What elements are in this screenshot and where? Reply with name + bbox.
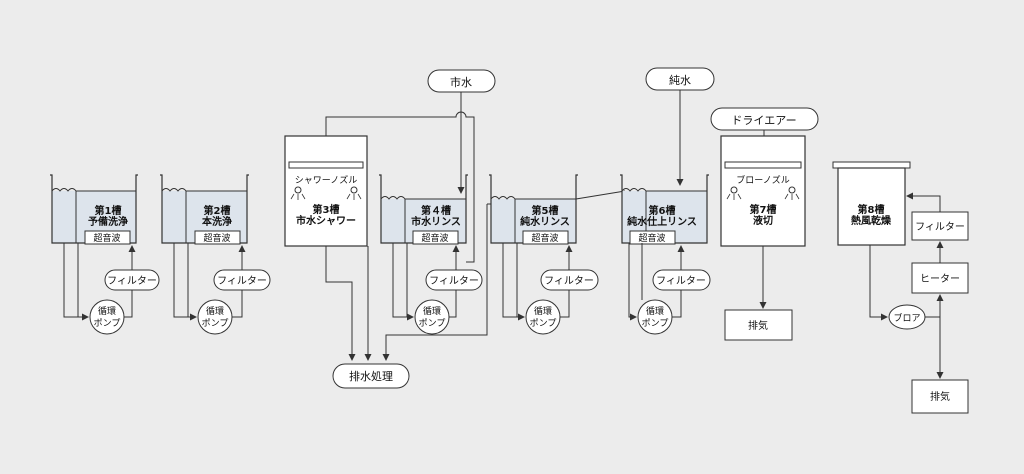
tank-4: 第４槽 市水リンス 超音波 フィルター 循環 ポンプ [364, 174, 483, 361]
tank-6-ultrasonic [629, 230, 676, 245]
tank-8-heater [911, 262, 969, 294]
tank-2-filter-label: フィルター [217, 275, 267, 287]
tank-8-lid [832, 161, 911, 169]
tank-6-ultrasonic-label: 超音波 [638, 232, 665, 244]
tank-1-ultrasonic-label: 超音波 [93, 232, 120, 244]
dry-air-source: ドライエアー [710, 107, 819, 131]
tank-1-name: 予備洗浄 [88, 215, 128, 228]
tank-1-pump-label-2: ポンプ [94, 318, 121, 329]
tank-5-name: 純水リンス [520, 215, 570, 228]
tank-3-right-nozzle-icon [350, 186, 358, 194]
tank-8-heater-label: ヒーター [920, 273, 960, 285]
tank-1-filter-label: フィルター [107, 275, 157, 287]
tank-3-name: 市水シャワー [296, 214, 356, 227]
tank-5-ultrasonic-label: 超音波 [531, 232, 558, 244]
tank-8: 第8槽 熱風乾燥 フィルター ヒーター 排気 ブロア [832, 161, 969, 414]
tank-4-number: 第４槽 [421, 204, 451, 217]
tank-8-exhaust-label: 排気 [930, 390, 950, 403]
tank-6-pump-label-1: 循環 [646, 305, 664, 317]
tank-4-filter-label: フィルター [429, 275, 479, 287]
tank-5-pump-label-2: ポンプ [530, 318, 557, 329]
tank-1-wave [51, 188, 77, 192]
tank-4-ultrasonic [412, 230, 459, 245]
tank-7-name: 液切 [753, 214, 773, 227]
tank-4-name: 市水リンス [411, 215, 461, 228]
tank-6: 第6槽 純水仕上リンス 超音波 フィルター 循環 ポンプ [620, 174, 711, 335]
dry-air-label: ドライエアー [731, 114, 796, 127]
tank-8-filter [911, 211, 969, 241]
tank-8-body [837, 167, 906, 246]
drain-treatment-label: 排水処理 [349, 369, 393, 383]
tank-7: ブローノズル 第7槽 液切 排気 [720, 130, 806, 341]
tank-1-number: 第1槽 [95, 204, 122, 217]
tank-2-ultrasonic [194, 230, 241, 245]
pure-water-source: 純水 [645, 67, 715, 91]
tank-1-ultrasonic [84, 230, 131, 245]
tank-2-pump-label-2: ポンプ [202, 318, 229, 329]
tank-2-name: 本洗浄 [202, 215, 232, 228]
drain-treatment: 排水処理 [332, 363, 410, 389]
tank-2-ultrasonic-label: 超音波 [203, 232, 230, 244]
city-water-label: 市水 [450, 75, 472, 89]
city-water-line [325, 92, 475, 263]
tank-5-number: 第5槽 [532, 204, 559, 217]
tank-3-nozzle-bar [288, 161, 364, 169]
tank-7-body [720, 135, 806, 247]
tank-4-ultrasonic-label: 超音波 [421, 232, 448, 244]
tank-4-filter [425, 269, 483, 291]
pure-water-label: 純水 [669, 74, 691, 87]
tank-8-blower-label: ブロア [893, 312, 920, 324]
tank-6-pump-label-2: ポンプ [642, 318, 669, 329]
tank-2: 第2槽 本洗浄 超音波 フィルター 循環 ポンプ [160, 174, 271, 335]
tank-3-nozzle-label: シャワーノズル [295, 174, 357, 186]
tank-5: 第5槽 純水リンス 超音波 フィルター 循環 ポンプ [487, 174, 626, 335]
tank-7-left-nozzle-icon [730, 186, 738, 194]
tank-7-nozzle-label: ブローノズル [736, 174, 789, 186]
tank-8-exhaust [911, 379, 969, 414]
tank-6-filter-label: フィルター [656, 275, 706, 287]
city-water-source: 市水 [427, 69, 496, 93]
tank-7-nozzle-bar [724, 161, 802, 169]
tank-4-pump-label-2: ポンプ [419, 318, 446, 329]
tank-5-pump-label-1: 循環 [534, 305, 552, 317]
tank-1: 第1槽 予備洗浄 超音波 フィルター 循環 ポンプ [50, 174, 160, 335]
tank-3-body [284, 135, 368, 247]
tank-3-number: 第3槽 [313, 203, 340, 216]
tank-8-name: 熱風乾燥 [851, 214, 892, 227]
tank-7-number: 第7槽 [750, 203, 777, 216]
tank-3-left-nozzle-icon [294, 186, 302, 194]
overflow-line [382, 204, 488, 361]
tank-2-number: 第2槽 [204, 204, 231, 217]
tank-8-number: 第8槽 [858, 203, 885, 216]
tank-5-filter-label: フィルター [544, 275, 594, 287]
tank-7-right-nozzle-icon [788, 186, 796, 194]
tank-7-exhaust-label: 排気 [748, 319, 768, 332]
tank-6-name: 純水仕上リンス [627, 215, 697, 228]
tank-6-number: 第6槽 [649, 204, 676, 217]
tank-4-pump-label-1: 循環 [423, 305, 441, 317]
tank-8-filter-label: フィルター [915, 221, 965, 233]
tank-1-pump-label-1: 循環 [98, 305, 116, 317]
tank-3: シャワーノズル 第3槽 市水シャワー [284, 135, 368, 361]
tank-2-pump-label-1: 循環 [206, 305, 224, 317]
tank-5-ultrasonic [522, 230, 569, 245]
tank-7-exhaust [724, 309, 793, 341]
